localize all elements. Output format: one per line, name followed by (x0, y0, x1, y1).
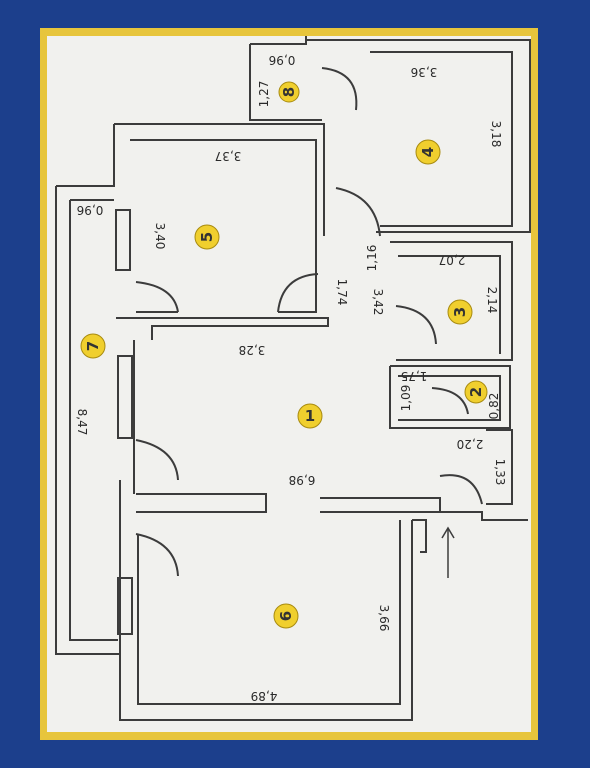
room-badge-3: 3 (447, 299, 473, 325)
wall-room-7 (55, 186, 120, 655)
wall-room-2-inner (398, 375, 501, 421)
room-badge-5: 5 (194, 224, 220, 250)
dimension-labels: 0,96 1,27 3,36 3,18 3,37 3,40 0,96 8,47 … (75, 53, 507, 703)
door-room-8 (321, 67, 358, 111)
room-badge-2: 2 (464, 380, 488, 404)
wall-room-4 (306, 39, 531, 233)
door-room-1-left (135, 439, 179, 481)
dim-room3-length: 2,14 (485, 287, 499, 314)
wall-room-5 (114, 123, 325, 236)
dim-room5-length: 3,40 (153, 223, 167, 250)
room-badge-4: 4 (415, 139, 441, 165)
dim-room4-width: 3,36 (411, 65, 438, 79)
wall-room-5-left (56, 124, 115, 187)
room-badge-1: 1 (297, 403, 323, 429)
room-number-2: 2 (467, 387, 485, 397)
dim-room5-width: 3,37 (215, 149, 242, 163)
window-room-6 (117, 577, 133, 635)
dim-room4-length: 3,18 (489, 121, 503, 148)
wall-room-1-top (116, 317, 329, 340)
wall-room-1-bottom (136, 493, 267, 513)
window-room-1 (117, 355, 133, 439)
dim-hall-1-16: 1,16 (365, 245, 379, 272)
door-room-2 (431, 387, 469, 415)
dim-room7-width: 0,96 (77, 203, 104, 217)
window-room-5 (115, 209, 131, 271)
wall-room-5-inner (130, 139, 317, 313)
room-number-8: 8 (280, 87, 298, 97)
walls (55, 36, 531, 721)
room-badge-8b: 8 (278, 81, 300, 103)
room-badge-7: 7 (80, 333, 106, 359)
door-room-1 (277, 273, 319, 313)
wall-room-6-inner (137, 520, 401, 705)
room-number-1: 1 (305, 407, 315, 425)
dim-room6-width: 4,89 (251, 689, 278, 703)
dim-hall-3-42: 3,42 (371, 289, 385, 316)
dim-room1-1-33: 1,33 (493, 459, 507, 486)
room-number-7: 7 (84, 341, 102, 351)
wall-room-8-side (249, 44, 322, 121)
dim-hall-1-74: 1,74 (335, 279, 349, 306)
wall-entrance-step (412, 519, 427, 553)
wall-entrance-outer (440, 511, 528, 521)
dim-room2-1-75: 1,75 (401, 369, 428, 383)
door-room-5-hall (335, 187, 381, 237)
wall-room-1-bottom-right (320, 497, 441, 513)
door-room-3 (395, 305, 437, 345)
dim-room2-0-82: 0,82 (487, 393, 501, 420)
wall-room-4-inner (370, 51, 513, 227)
wall-room-2 (389, 365, 511, 429)
room-number-4: 4 (419, 147, 437, 157)
dim-room1-3-28: 3,28 (239, 343, 266, 357)
entrance-arrow-icon (441, 526, 455, 578)
wall-room-7-inner-left (69, 200, 118, 641)
dim-room8-length: 1,27 (257, 81, 271, 108)
door-entrance (439, 474, 483, 505)
dim-room1-6-98: 6,98 (289, 473, 316, 487)
wall-room-8 (250, 36, 307, 45)
room-badge-6: 6 (273, 603, 299, 629)
wall-room-6 (119, 520, 413, 721)
dim-room1-2-20: 2,20 (457, 437, 484, 451)
wall-room-3 (390, 241, 513, 361)
dim-room8-width: 0,96 (269, 53, 296, 67)
room-number-5: 5 (198, 232, 216, 242)
dim-room6-length: 3,66 (377, 605, 391, 632)
dim-room3-width: 2,07 (439, 253, 466, 267)
dim-room7-length: 8,47 (75, 409, 89, 436)
wall-entrance (486, 429, 513, 505)
room-number-6: 6 (277, 611, 295, 621)
door-room-5 (135, 281, 179, 313)
room-number-3: 3 (451, 307, 469, 317)
wall-room-3-inner (398, 255, 501, 354)
dim-room2-1-09: 1,09 (399, 385, 413, 412)
door-room-6-left (135, 533, 179, 577)
